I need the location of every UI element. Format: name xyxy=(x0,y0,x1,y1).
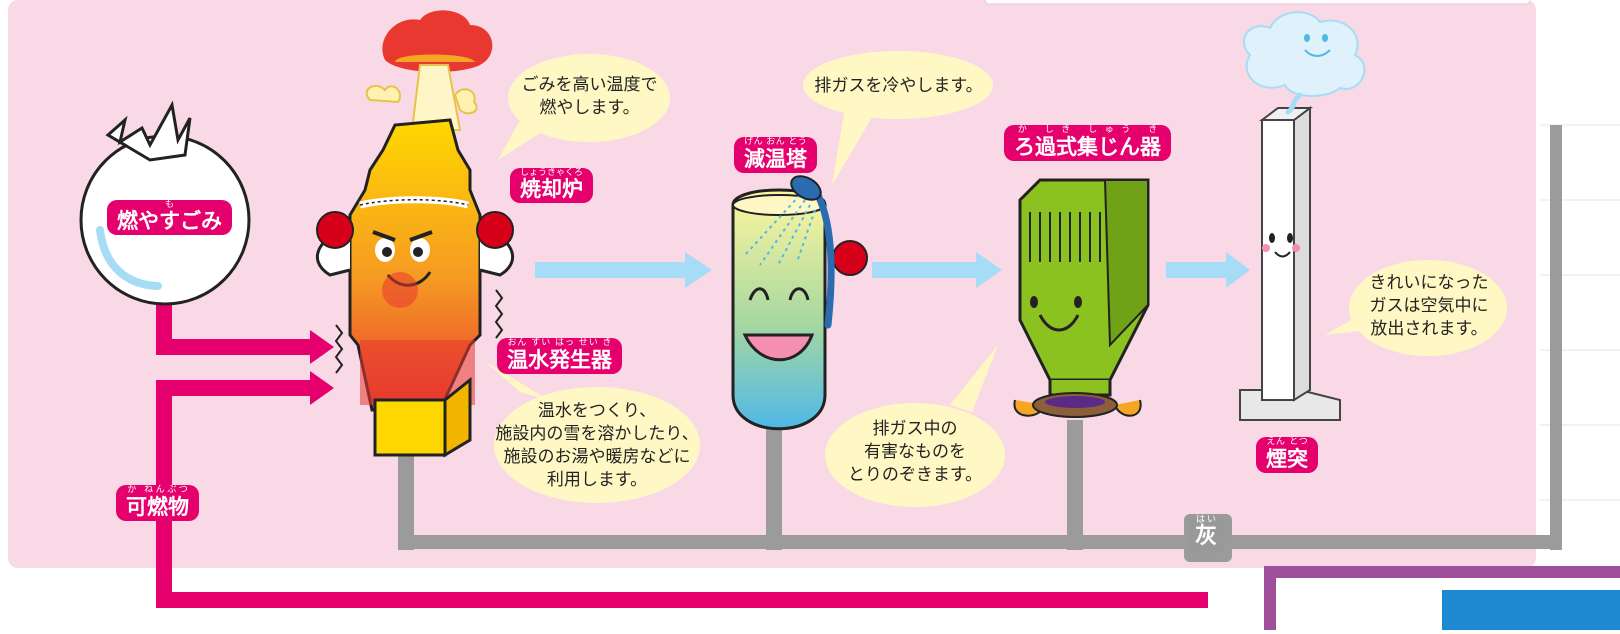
feed-pipes xyxy=(156,300,1208,608)
blue-corner-block xyxy=(1442,590,1620,630)
incinerator-character xyxy=(316,118,514,458)
incinerator-bubble-text: ごみを高い温度で燃やします。 xyxy=(521,75,658,118)
bag-filter-character xyxy=(1013,178,1150,418)
filter-slats xyxy=(1029,212,1101,262)
combustibles-label: 可燃物か ねんぶつ xyxy=(116,485,199,521)
chimney-character xyxy=(1239,106,1341,421)
bag-filter-label: ろ過式集じん器か しき しゅう き xyxy=(1004,125,1171,161)
cooling-tower-character xyxy=(731,188,868,431)
cooling-bubble-text: 排ガスを冷やします。 xyxy=(814,76,983,96)
hot-water-bubble-text: 温水をつくり、施設内の雪を溶かしたり、施設のお湯や暖房などに利用します。 xyxy=(495,401,699,490)
filter-bubble-text: 排ガス中の有害なものをとりのぞきます。 xyxy=(847,419,983,485)
purple-frame xyxy=(1264,566,1620,630)
cooling-tower-label: 減温塔げん おん とう xyxy=(734,137,817,173)
mushroom-cloud-icon xyxy=(365,10,493,131)
right-gray-line xyxy=(1550,125,1562,550)
shower-head-icon xyxy=(790,175,835,329)
speech-bubbles xyxy=(486,51,1507,507)
ash-pipes xyxy=(398,420,1562,550)
smoke-cloud-icon xyxy=(1243,11,1366,115)
ash-label: 灰はい xyxy=(1187,515,1226,553)
hot-water-generator-label: 温水発生器おん すい はっ せい き xyxy=(497,338,622,374)
shower-water xyxy=(744,194,816,266)
incinerator-label: 焼却炉しょうきゃくろ xyxy=(510,168,594,203)
top-tab xyxy=(984,0,1531,5)
chimney-bubble-text: きれいになったガスは空気中に放出されます。 xyxy=(1369,273,1489,339)
flow-arrows xyxy=(535,252,1250,288)
burnable-waste-label: 燃やすごみも xyxy=(107,200,232,235)
chimney-label: 煙突えん とつ xyxy=(1256,437,1318,473)
